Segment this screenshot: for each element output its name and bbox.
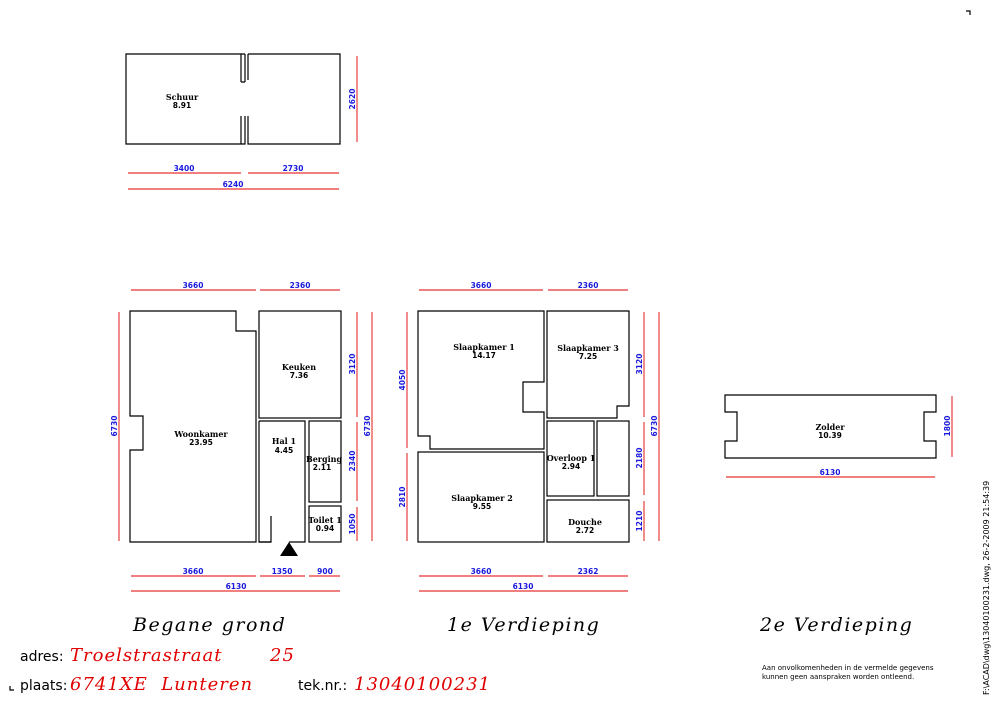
dim-v1-l1: 4050 — [398, 370, 407, 391]
floor-title-verdieping1: 1e Verdieping — [447, 614, 601, 636]
wall-hal-inner — [258, 421, 272, 543]
room-area-keuken: 7.36 — [290, 371, 309, 380]
dim-bg-b3: 900 — [317, 567, 333, 576]
room-area-woonkamer: 23.95 — [189, 438, 213, 447]
room-label-overloop: Overloop 1 — [547, 453, 596, 463]
room-area-overloop: 2.94 — [562, 462, 581, 471]
floor-title-begane-grond: Begane grond — [133, 614, 287, 636]
wall-slaapkamer-1 — [417, 310, 545, 450]
dim-bg-right: 6730 — [363, 416, 372, 437]
dim-v1-r1: 3120 — [635, 354, 644, 375]
wall-toilet — [308, 505, 342, 543]
adres-label: adres: — [20, 649, 64, 665]
dim-v1-l2: 2810 — [398, 487, 407, 508]
room-label-hal: Hal 1 — [272, 436, 296, 446]
dim-bg-r2: 2340 — [348, 451, 357, 472]
room-label-zolder: Zolder — [815, 422, 845, 432]
adres-number: 25 — [270, 645, 295, 666]
room-area-zolder: 10.39 — [818, 431, 842, 440]
room-area-douche: 2.72 — [576, 526, 595, 535]
room-label-schuur: Schuur — [166, 92, 199, 102]
corner-mark-top-right — [966, 10, 971, 15]
dim-bg-left: 6730 — [110, 416, 119, 437]
schuur-wall-right — [247, 53, 341, 145]
room-label-toilet: Toilet 1 — [308, 515, 342, 525]
dim-v2-width: 6130 — [820, 468, 841, 477]
room-label-slaapkamer-1: Slaapkamer 1 — [453, 342, 515, 352]
dim-v1-total: 6130 — [513, 582, 534, 591]
dim-schuur-side: 2620 — [348, 89, 357, 110]
dim-bg-r3: 1050 — [348, 514, 357, 535]
wall-woonkamer — [129, 310, 257, 543]
dim-schuur-1: 3400 — [174, 164, 195, 173]
dim-v1-b2: 2362 — [578, 567, 599, 576]
disclaimer-line-1: Aan onvolkomenheden in de vermelde gegev… — [762, 664, 934, 672]
schuur-wall-left — [125, 53, 246, 145]
wall-slaapkamer-2 — [417, 451, 545, 543]
wall-zolder — [724, 394, 937, 459]
plaats-label: plaats: — [20, 678, 68, 694]
dim-v1-top1: 3660 — [471, 281, 492, 290]
schuur-plan: Schuur 8.91 2620 3400 2730 6240 — [125, 53, 358, 190]
wall-keuken — [258, 310, 342, 419]
file-path-stamp: F:\ACAD\dwg\13040100231.dwg, 26-2-2009 2… — [982, 480, 991, 695]
dim-v2-side: 1800 — [943, 416, 952, 437]
dim-v1-top2: 2360 — [578, 281, 599, 290]
dim-bg-total: 6130 — [226, 582, 247, 591]
plaats-value: 6741XE Lunteren — [70, 674, 254, 695]
room-label-douche: Douche — [568, 517, 602, 527]
room-area-berging: 2.11 — [313, 463, 332, 472]
wall-slaapkamer-3 — [546, 310, 630, 419]
dim-v1-right: 6730 — [650, 416, 659, 437]
room-area-hal: 4.45 — [275, 446, 294, 455]
dim-bg-top2: 2360 — [290, 281, 311, 290]
begane-grond-plan: Woonkamer 23.95 Keuken 7.36 Hal 1 4.45 B… — [110, 281, 373, 592]
disclaimer-line-2: kunnen geen aanspraken worden ontleend. — [762, 673, 915, 681]
dim-bg-b2: 1350 — [272, 567, 293, 576]
corner-mark-bottom-left — [9, 686, 14, 691]
dim-bg-top1: 3660 — [183, 281, 204, 290]
disclaimer: Aan onvolkomenheden in de vermelde gegev… — [762, 664, 934, 682]
room-area-slaapkamer-1: 14.17 — [472, 351, 496, 360]
room-area-toilet: 0.94 — [316, 524, 335, 533]
teknr-label: tek.nr.: — [298, 678, 348, 694]
room-area-slaapkamer-2: 9.55 — [473, 502, 492, 511]
room-label-keuken: Keuken — [282, 362, 316, 372]
floor-title-verdieping2: 2e Verdieping — [760, 614, 914, 636]
room-area-slaapkamer-3: 7.25 — [579, 352, 598, 361]
teknr-value: 13040100231 — [354, 674, 491, 695]
dim-v1-r2: 2180 — [635, 448, 644, 469]
dim-bg-b1: 3660 — [183, 567, 204, 576]
dim-schuur-2: 2730 — [283, 164, 304, 173]
wall-trap — [596, 420, 630, 497]
dim-bg-r1: 3120 — [348, 354, 357, 375]
wall-douche — [546, 499, 630, 543]
adres-street: Troelstrastraat — [70, 645, 223, 666]
room-label-berging: Berging — [306, 454, 343, 464]
wall-overloop — [546, 420, 595, 497]
entrance-arrow-icon — [280, 542, 298, 556]
wall-berging — [308, 420, 342, 503]
room-label-slaapkamer-3: Slaapkamer 3 — [557, 343, 619, 353]
dim-schuur-total: 6240 — [223, 180, 244, 189]
room-label-woonkamer: Woonkamer — [173, 429, 228, 439]
dim-v1-b1: 3660 — [471, 567, 492, 576]
dim-v1-r3: 1210 — [635, 511, 644, 532]
verdieping1-plan: Slaapkamer 1 14.17 Slaapkamer 3 7.25 Ove… — [398, 281, 660, 592]
room-area-schuur: 8.91 — [173, 101, 192, 110]
verdieping2-plan: Zolder 10.39 1800 6130 — [724, 394, 953, 478]
room-label-slaapkamer-2: Slaapkamer 2 — [451, 493, 513, 503]
